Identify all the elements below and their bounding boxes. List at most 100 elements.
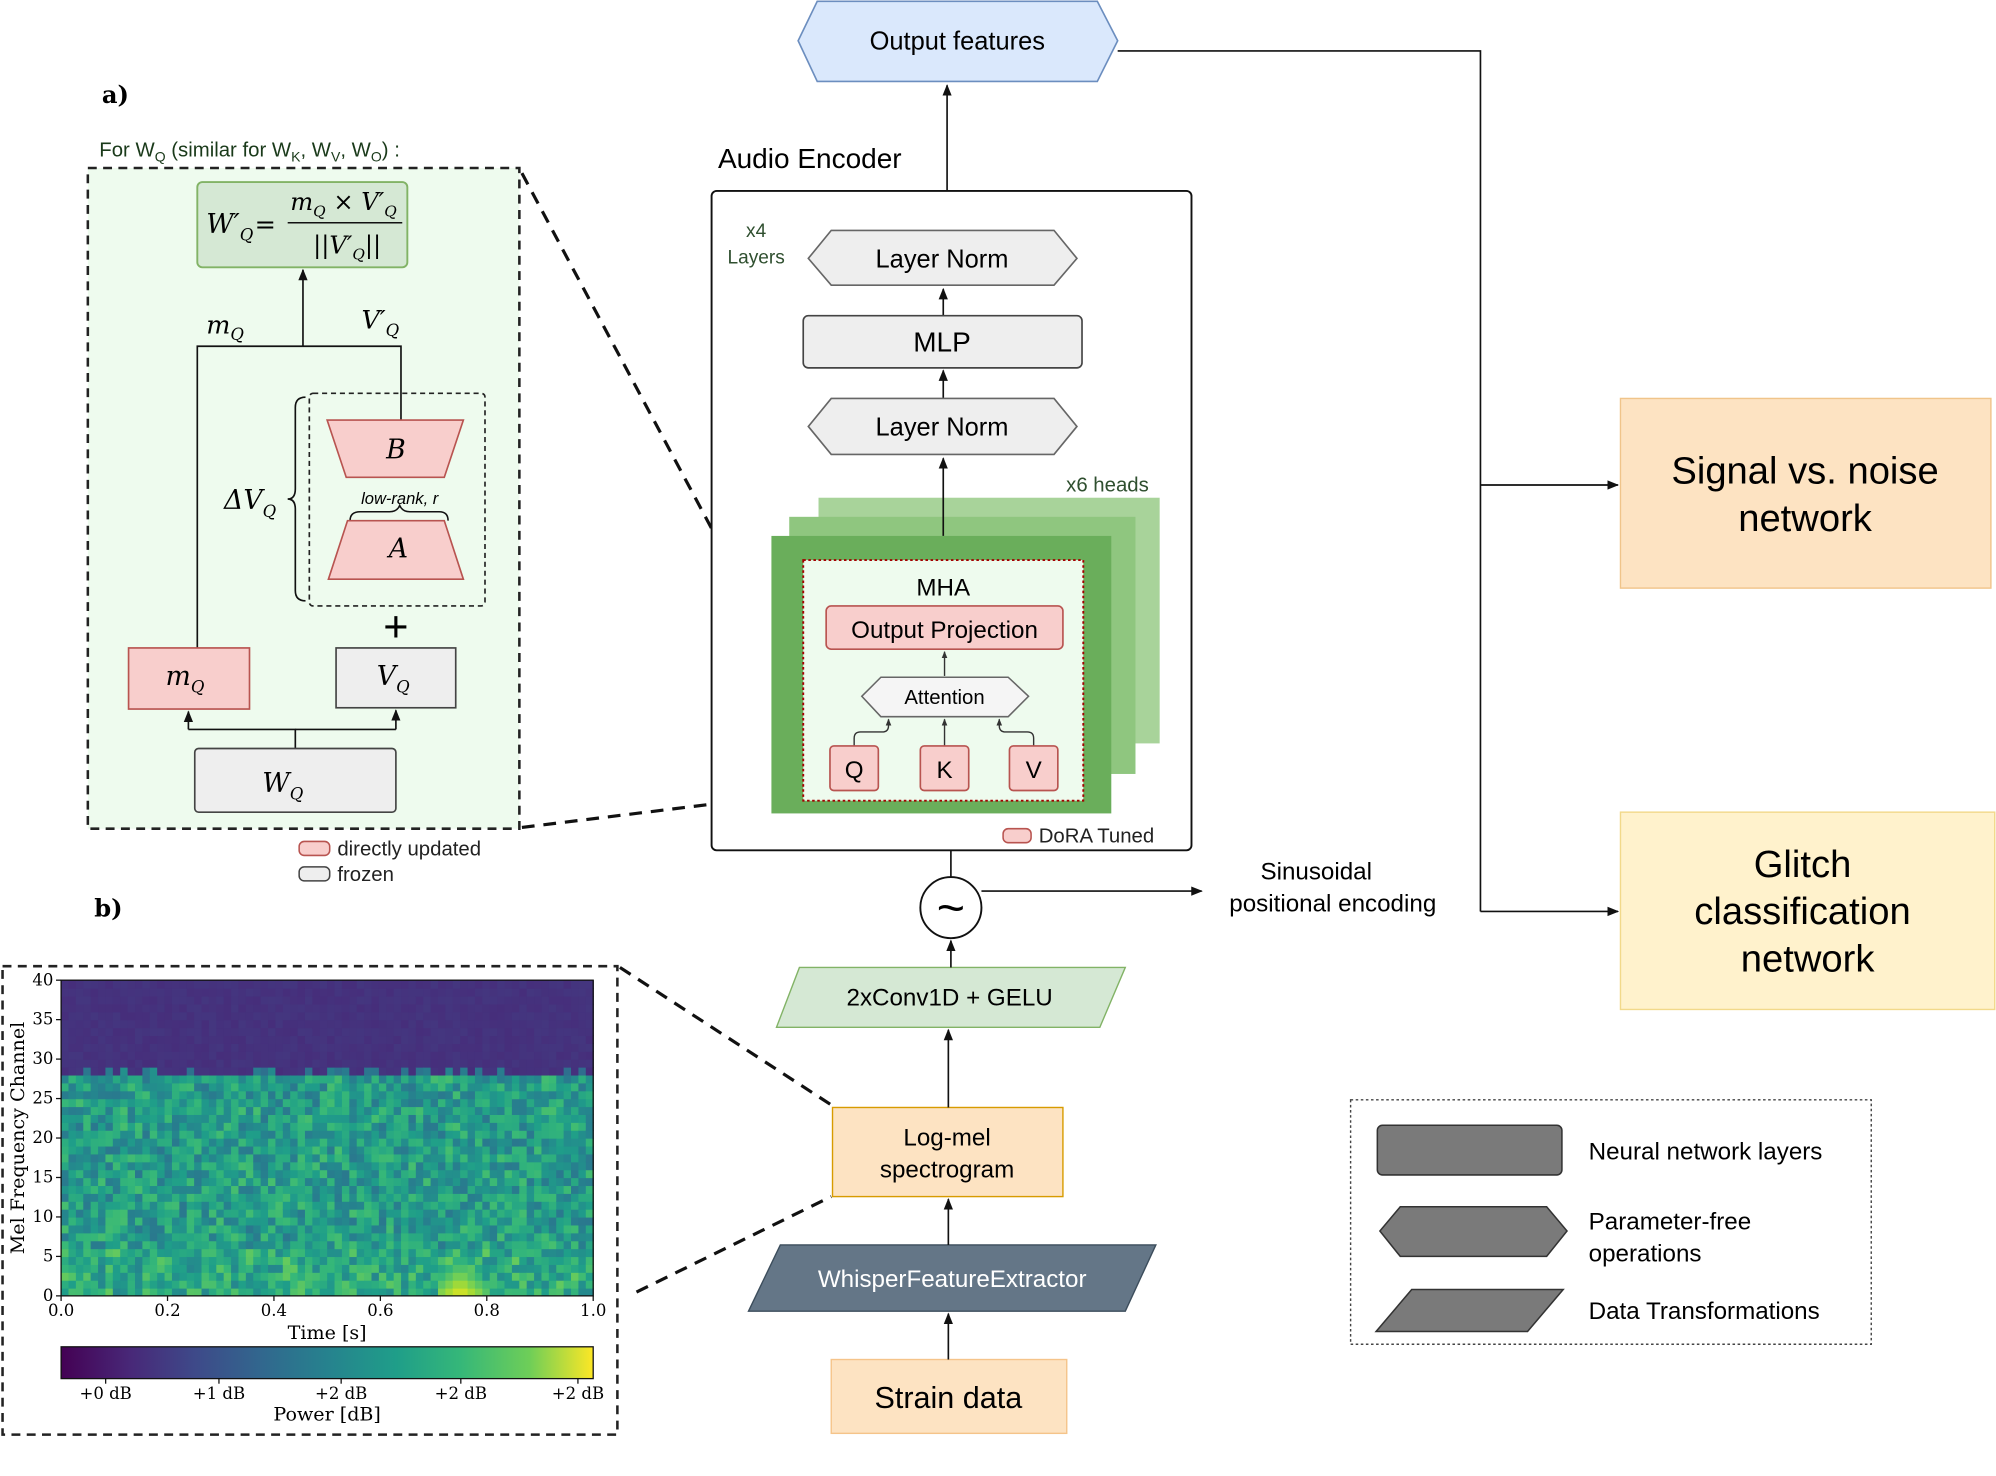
- heatmap-cell: [371, 1106, 380, 1115]
- heatmap-cell: [304, 1185, 314, 1194]
- vq-box-label: VQ: [377, 661, 410, 697]
- heatmap-cell: [386, 1027, 395, 1037]
- heatmap-cell: [83, 1287, 92, 1297]
- heatmap-cell: [563, 1201, 572, 1210]
- heatmap-cell: [423, 980, 432, 989]
- heatmap-cell: [467, 1169, 476, 1179]
- heatmap-cell: [438, 1098, 447, 1108]
- heatmap-cell: [386, 1082, 395, 1092]
- heatmap-cell: [445, 1248, 454, 1258]
- v-to-attn-line: [996, 718, 1035, 746]
- heatmap-cell: [445, 1264, 454, 1273]
- heatmap-cell: [519, 1027, 528, 1037]
- heatmap-cell: [231, 1248, 240, 1258]
- heatmap-cell: [275, 1114, 284, 1123]
- heatmap-cell: [231, 1240, 240, 1250]
- heatmap-cell: [75, 1051, 84, 1060]
- heatmap-cell: [445, 1224, 454, 1234]
- heatmap-cell: [423, 1153, 432, 1163]
- heatmap-cell: [61, 1003, 70, 1013]
- heatmap-cell: [482, 1224, 491, 1234]
- heatmap-cell: [164, 1059, 173, 1068]
- heatmap-cell: [482, 1177, 491, 1187]
- heatmap-cell: [474, 1051, 483, 1060]
- heatmap-cell: [290, 1224, 299, 1234]
- heatmap-cell: [171, 995, 180, 1005]
- heatmap-cell: [534, 1169, 543, 1179]
- heatmap-cell: [423, 1130, 432, 1139]
- heatmap-cell: [423, 1177, 432, 1187]
- heatmap-cell: [135, 1224, 144, 1234]
- heatmap-cell: [519, 1224, 528, 1234]
- heatmap-cell: [171, 1011, 180, 1021]
- heatmap-cell: [149, 1066, 158, 1076]
- heatmap-cell: [282, 1082, 291, 1092]
- heatmap-cell: [112, 1280, 121, 1289]
- encoder-title: Audio Encoder: [718, 143, 902, 174]
- heatmap-cell: [356, 1051, 365, 1060]
- heatmap-cell: [386, 1043, 395, 1052]
- heatmap-cell: [149, 1082, 158, 1092]
- heatmap-cell: [415, 1090, 424, 1100]
- heatmap-cell: [319, 1256, 328, 1265]
- heatmap-cell: [571, 1209, 580, 1218]
- heatmap-cell: [334, 1011, 343, 1021]
- heatmap-cell: [578, 1145, 587, 1155]
- heatmap-cell: [334, 1287, 343, 1297]
- heatmap-cell: [349, 1248, 358, 1258]
- heatmap-cell: [105, 1248, 114, 1258]
- heatmap-cell: [120, 1098, 129, 1108]
- heatmap-cell: [364, 1153, 373, 1163]
- heatmap-cell: [445, 1280, 454, 1289]
- heatmap-cell: [548, 1209, 557, 1218]
- heatmap-cell: [430, 1122, 439, 1131]
- heatmap-cell: [482, 1059, 491, 1068]
- heatmap-cell: [548, 995, 557, 1005]
- heatmap-cell: [519, 1153, 528, 1163]
- heatmap-cell: [216, 980, 225, 989]
- heatmap-cell: [452, 1138, 461, 1147]
- heatmap-cell: [290, 1177, 299, 1187]
- heatmap-cell: [563, 1145, 572, 1155]
- y-tick-label: 15: [32, 1168, 53, 1187]
- heatmap-cell: [68, 1153, 77, 1163]
- heatmap-cell: [548, 1035, 557, 1044]
- legend-frozen-label: frozen: [337, 864, 394, 886]
- heatmap-cell: [452, 1019, 461, 1029]
- heatmap-cell: [571, 1232, 580, 1242]
- heatmap-cell: [75, 1193, 84, 1202]
- heatmap-cell: [290, 1264, 299, 1273]
- heatmap-cell: [497, 988, 506, 997]
- heatmap-cell: [231, 1216, 240, 1226]
- heatmap-cell: [83, 1280, 92, 1289]
- heatmap-cell: [334, 995, 343, 1005]
- heatmap-cell: [334, 1240, 343, 1250]
- heatmap-cell: [445, 1122, 454, 1131]
- heatmap-cell: [179, 1145, 188, 1155]
- heatmap-cell: [105, 1003, 114, 1013]
- heatmap-cell: [334, 1066, 343, 1076]
- heatmap-cell: [157, 1003, 166, 1013]
- heatmap-cell: [290, 1272, 299, 1281]
- heatmap-cell: [327, 1193, 336, 1202]
- heatmap-cell: [135, 1161, 144, 1171]
- heatmap-cell: [223, 1232, 232, 1242]
- heatmap-cell: [194, 1287, 203, 1297]
- heatmap-cell: [238, 988, 247, 997]
- heatmap-cell: [364, 1256, 373, 1265]
- heatmap-cell: [497, 1232, 506, 1242]
- heatmap-cell: [142, 1098, 151, 1108]
- heatmap-cell: [548, 1201, 557, 1210]
- heatmap-cell: [98, 1224, 107, 1234]
- heatmap-cell: [223, 1216, 232, 1226]
- heatmap-cell: [526, 1185, 535, 1194]
- heatmap-cell: [489, 1280, 498, 1289]
- heatmap-cell: [61, 1106, 70, 1115]
- heatmap-cell: [489, 1066, 498, 1076]
- heatmap-cell: [282, 988, 291, 997]
- heatmap-cell: [334, 1059, 343, 1068]
- heatmap-cell: [319, 980, 328, 989]
- heatmap-cell: [526, 1280, 535, 1289]
- heatmap-cell: [445, 1185, 454, 1194]
- heatmap-cell: [438, 1169, 447, 1179]
